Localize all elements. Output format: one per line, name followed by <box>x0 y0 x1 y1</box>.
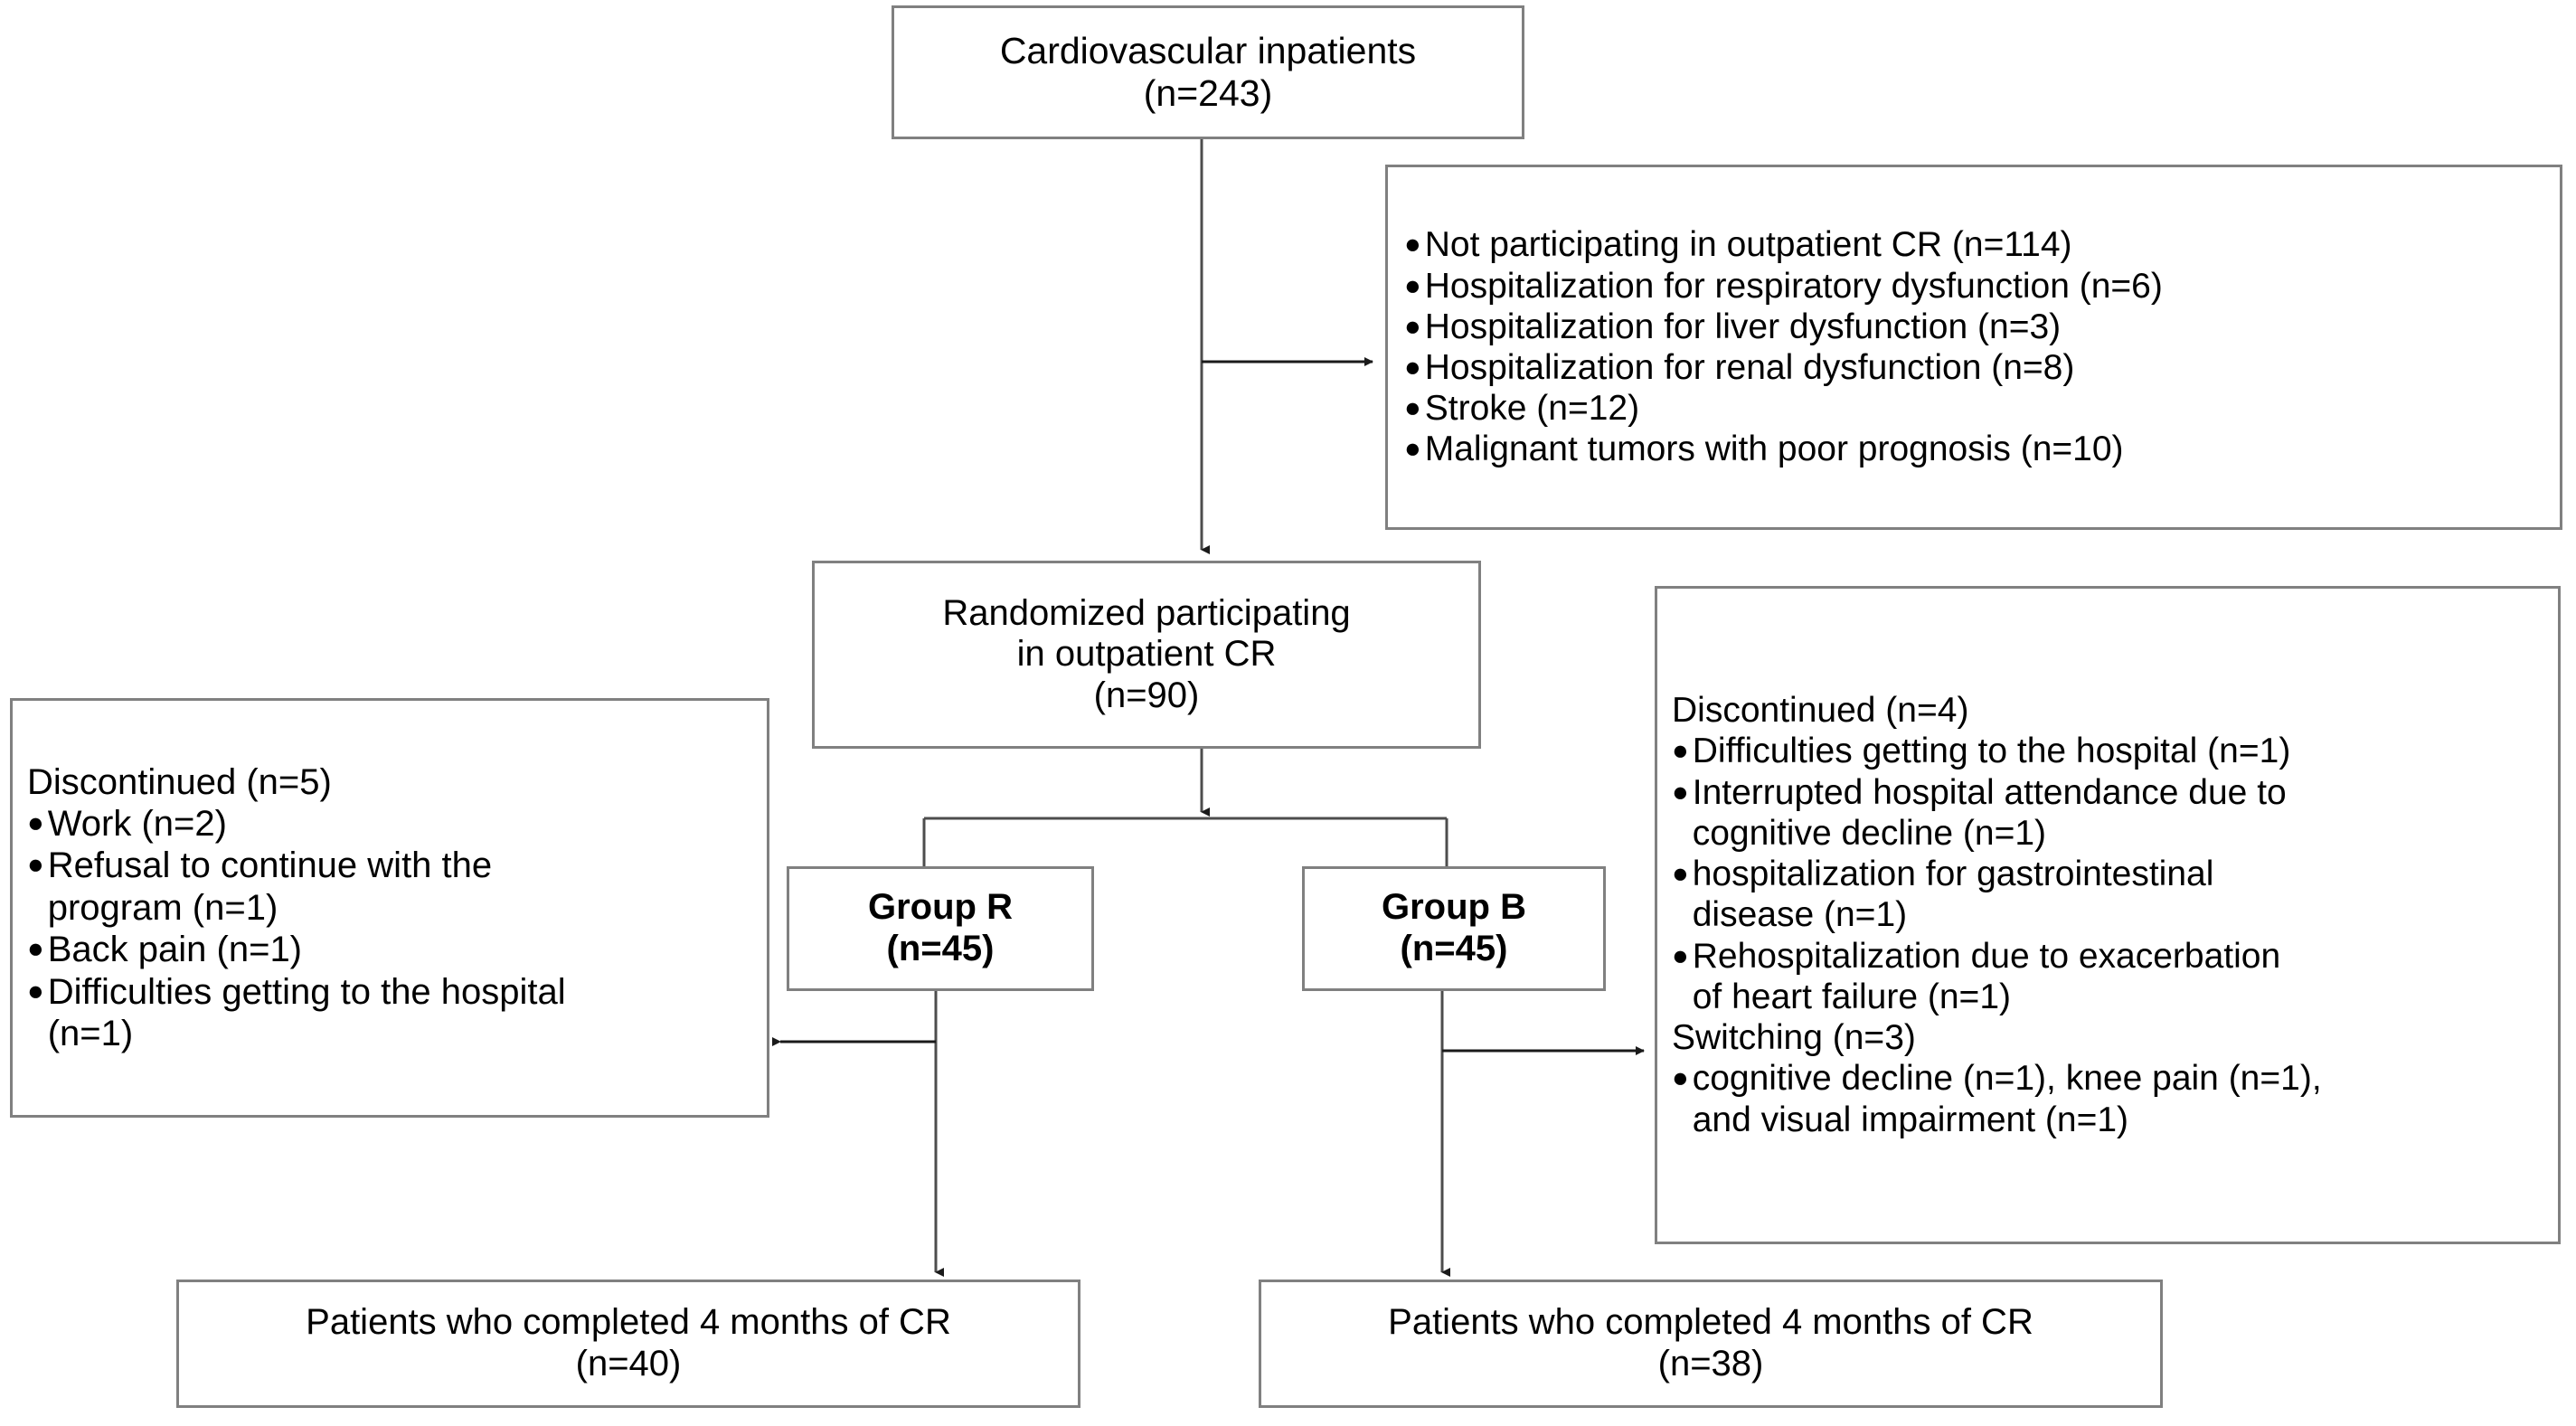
group-r-line-2: (n=45) <box>886 929 995 968</box>
group-b-line-2: (n=45) <box>1400 929 1508 968</box>
list-item: ● Hospitalization for respiratory dysfun… <box>1404 266 2560 307</box>
discontinued-left-item-2: Back pain (n=1) <box>47 930 303 970</box>
excluded-item-1: Hospitalization for respiratory dysfunct… <box>1424 266 2163 306</box>
group-b-line-1: Group B <box>1382 887 1526 928</box>
box-excluded-reasons: ● Not participating in outpatient CR (n=… <box>1385 165 2562 530</box>
box-group-b: Group B (n=45) <box>1302 866 1606 991</box>
bullet-icon: ● <box>1672 939 1689 971</box>
bullet-icon: ● <box>27 932 44 965</box>
bullet-icon: ● <box>1404 351 1421 382</box>
list-item: ● Stroke (n=12) <box>1404 388 2560 429</box>
box-completed-group-r: Patients who completed 4 months of CR (n… <box>176 1280 1080 1408</box>
discontinued-left-heading: Discontinued (n=5) <box>27 761 332 802</box>
switching-heading: Switching (n=3) <box>1672 1018 1916 1058</box>
box-cardiovascular-inpatients: Cardiovascular inpatients (n=243) <box>892 5 1524 139</box>
list-item: ● Interrupted hospital attendance due to… <box>1672 772 2558 854</box>
completed-r-line-2: (n=40) <box>575 1344 682 1384</box>
list-item: ● Not participating in outpatient CR (n=… <box>1404 224 2560 265</box>
completed-b-line-1: Patients who completed 4 months of CR <box>1388 1302 2033 1343</box>
bullet-icon: ● <box>27 974 44 1006</box>
excluded-item-0: Not participating in outpatient CR (n=11… <box>1424 225 2072 265</box>
completed-r-line-1: Patients who completed 4 months of CR <box>306 1302 951 1343</box>
box-discontinued-group-b: Discontinued (n=4) ● Difficulties gettin… <box>1655 586 2561 1244</box>
list-item: ● Rehospitalization due to exacerbation … <box>1672 936 2558 1017</box>
randomized-line-3: (n=90) <box>1093 675 1200 715</box>
list-item: ● Work (n=2) <box>27 803 767 845</box>
discontinued-left-item-0: Work (n=2) <box>47 804 227 845</box>
bullet-icon: ● <box>1404 432 1421 465</box>
discontinued-left-item-3: Difficulties getting to the hospital (n=… <box>47 971 566 1053</box>
completed-b-line-2: (n=38) <box>1657 1344 1764 1384</box>
bullet-icon: ● <box>27 807 44 839</box>
bullet-icon: ● <box>1404 392 1421 424</box>
switching-item-0: cognitive decline (n=1), knee pain (n=1)… <box>1692 1059 2322 1139</box>
list-item: ● Refusal to continue with the program (… <box>27 845 767 929</box>
bullet-icon: ● <box>1404 269 1421 301</box>
list-item: ● Hospitalization for renal dysfunction … <box>1404 347 2560 388</box>
top-box-line-1: Cardiovascular inpatients <box>999 30 1417 72</box>
discontinued-left-item-1: Refusal to continue with the program (n=… <box>47 845 493 928</box>
excluded-item-3: Hospitalization for renal dysfunction (n… <box>1424 348 2075 387</box>
excluded-item-5: Malignant tumors with poor prognosis (n=… <box>1424 430 2124 469</box>
discontinued-right-item-1: Interrupted hospital attendance due to c… <box>1692 772 2287 853</box>
list-item: ● Difficulties getting to the hospital (… <box>27 971 767 1055</box>
box-completed-group-b: Patients who completed 4 months of CR (n… <box>1259 1280 2163 1408</box>
list-item: ● Malignant tumors with poor prognosis (… <box>1404 429 2560 469</box>
box-group-r: Group R (n=45) <box>787 866 1094 991</box>
box-discontinued-group-r: Discontinued (n=5) ● Work (n=2) ● Refusa… <box>10 698 769 1118</box>
bullet-icon: ● <box>1672 857 1689 890</box>
bullet-icon: ● <box>1672 734 1689 767</box>
list-item: ● Hospitalization for liver dysfunction … <box>1404 307 2560 347</box>
box-randomized-participating: Randomized participating in outpatient C… <box>812 561 1481 749</box>
discontinued-right-item-0: Difficulties getting to the hospital (n=… <box>1692 732 2291 771</box>
bullet-icon: ● <box>1672 1062 1689 1094</box>
group-r-line-1: Group R <box>868 887 1013 928</box>
list-item: ● Difficulties getting to the hospital (… <box>1672 731 2558 771</box>
list-item: ● Back pain (n=1) <box>27 929 767 970</box>
bullet-icon: ● <box>1404 309 1421 342</box>
discontinued-right-item-2: hospitalization for gastrointestinal dis… <box>1692 855 2214 935</box>
randomized-line-2: in outpatient CR <box>1016 634 1277 675</box>
excluded-item-2: Hospitalization for liver dysfunction (n… <box>1424 307 2062 346</box>
discontinued-right-item-3: Rehospitalization due to exacerbation of… <box>1692 936 2281 1016</box>
top-box-line-2: (n=243) <box>1143 72 1273 114</box>
randomized-line-1: Randomized participating <box>942 592 1351 633</box>
bullet-icon: ● <box>1672 775 1689 807</box>
discontinued-right-heading: Discontinued (n=4) <box>1672 691 1969 731</box>
list-item: ● hospitalization for gastrointestinal d… <box>1672 854 2558 935</box>
bullet-icon: ● <box>27 848 44 881</box>
list-item: ● cognitive decline (n=1), knee pain (n=… <box>1672 1058 2558 1139</box>
bullet-icon: ● <box>1404 228 1421 260</box>
excluded-item-4: Stroke (n=12) <box>1424 389 1640 429</box>
